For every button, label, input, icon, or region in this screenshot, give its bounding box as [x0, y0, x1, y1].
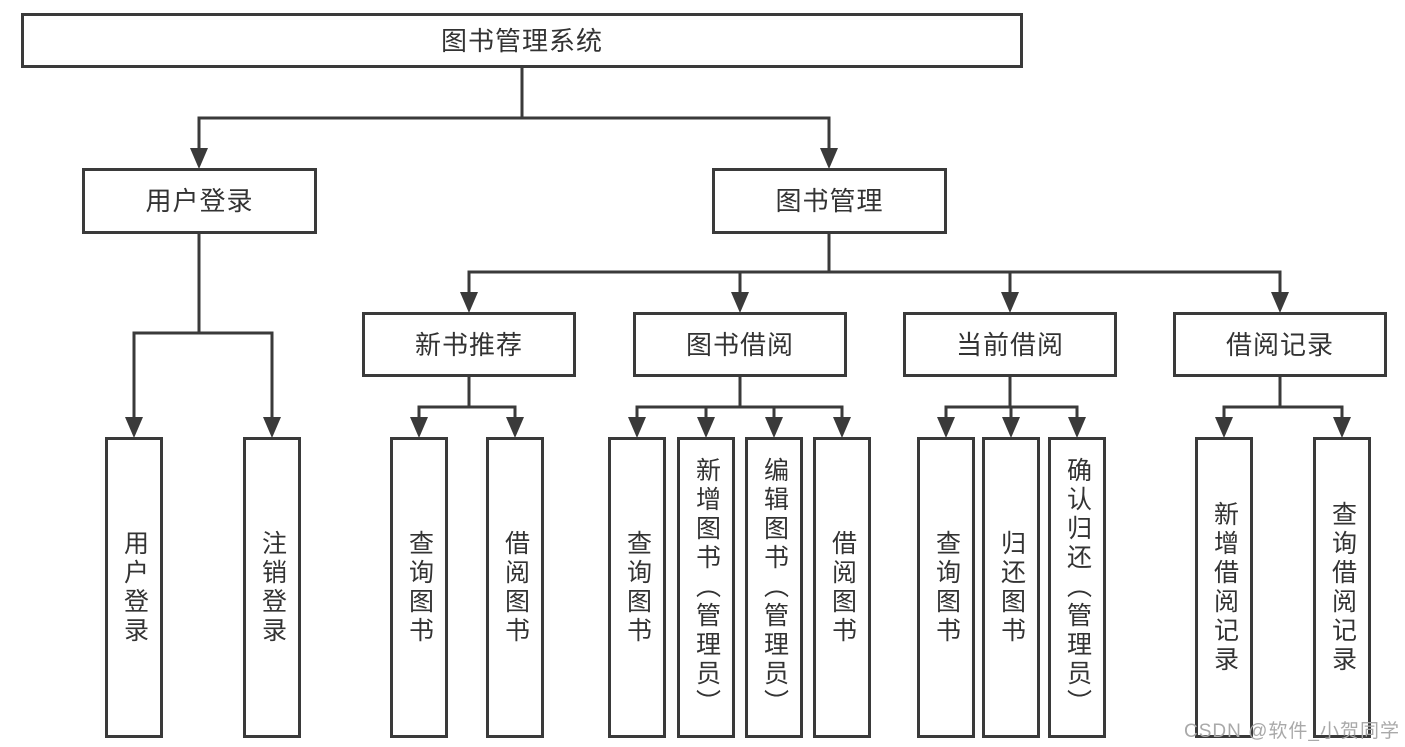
node-label: 新增借阅记录 — [1210, 500, 1239, 675]
leaf-query-books-borrow: 查询图书 — [608, 437, 666, 738]
node-book-management: 图书管理 — [712, 168, 947, 234]
leaf-logout: 注销登录 — [243, 437, 301, 738]
node-label: 归还图书 — [997, 529, 1026, 646]
node-user-login: 用户登录 — [82, 168, 317, 234]
node-label: 图书借阅 — [685, 329, 794, 360]
node-label: 用户登录 — [120, 529, 149, 646]
node-label: 图书管理 — [775, 186, 884, 216]
leaf-query-books-recommend: 查询图书 — [390, 437, 448, 738]
node-label: 借阅图书 — [501, 529, 530, 646]
node-label: 查询图书 — [405, 529, 434, 646]
node-book-borrow: 图书借阅 — [633, 312, 847, 377]
node-label: 借阅图书 — [828, 529, 857, 646]
leaf-add-books-admin: 新增图书（管理员） — [677, 437, 735, 738]
node-label: 新增图书（管理员） — [692, 457, 721, 718]
leaf-borrow-books: 借阅图书 — [813, 437, 871, 738]
leaf-query-books-current: 查询图书 — [917, 437, 975, 738]
node-borrow-records: 借阅记录 — [1173, 312, 1387, 377]
node-label: 借阅记录 — [1225, 329, 1334, 360]
node-label: 查询图书 — [932, 529, 961, 646]
node-new-book-recommend: 新书推荐 — [362, 312, 576, 377]
node-label: 编辑图书（管理员） — [760, 457, 789, 718]
arrowhead-icons — [125, 148, 1351, 438]
node-label: 查询借阅记录 — [1328, 500, 1357, 675]
node-label: 查询图书 — [623, 529, 652, 646]
node-label: 注销登录 — [258, 529, 287, 646]
leaf-add-borrow-record: 新增借阅记录 — [1195, 437, 1253, 738]
node-label: 确认归还（管理员） — [1063, 457, 1092, 718]
leaf-confirm-return-admin: 确认归还（管理员） — [1048, 437, 1106, 738]
leaf-user-login: 用户登录 — [105, 437, 163, 738]
leaf-borrow-books-recommend: 借阅图书 — [486, 437, 544, 738]
leaf-return-books: 归还图书 — [982, 437, 1040, 738]
node-current-borrow: 当前借阅 — [903, 312, 1117, 377]
leaf-edit-books-admin: 编辑图书（管理员） — [745, 437, 803, 738]
node-label: 用户登录 — [145, 186, 254, 216]
node-label: 新书推荐 — [414, 329, 523, 360]
node-root-system: 图书管理系统 — [21, 13, 1023, 68]
node-label: 当前借阅 — [955, 329, 1064, 360]
leaf-query-borrow-record: 查询借阅记录 — [1313, 437, 1371, 738]
node-label: 图书管理系统 — [440, 25, 603, 56]
csdn-watermark: CSDN @软件_小贺同学 — [1184, 721, 1400, 742]
